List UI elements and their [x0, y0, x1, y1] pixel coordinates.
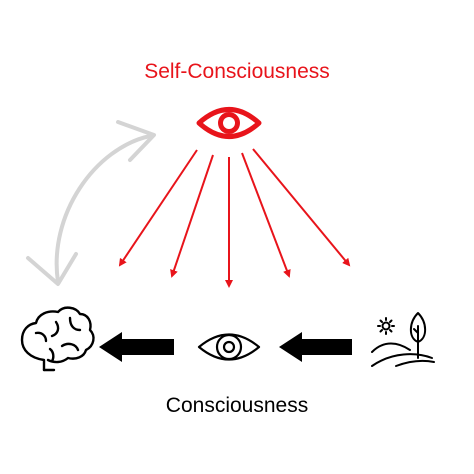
- self-consciousness-title: Self-Consciousness: [144, 60, 330, 83]
- conscious-eye-icon: [197, 333, 261, 361]
- perception-to-brain-arrow: [99, 332, 174, 362]
- consciousness-caption: Consciousness: [165, 394, 309, 417]
- observation-arrows: [118, 148, 351, 288]
- feedback-cycle-arrow: [26, 120, 156, 286]
- landscape-icon: [371, 312, 435, 367]
- world-to-eye-arrow: [279, 332, 352, 362]
- observation-arrow-1: [118, 149, 198, 267]
- brain-icon: [20, 306, 95, 372]
- observation-arrow-5: [252, 148, 351, 267]
- observation-arrow-2: [170, 154, 214, 278]
- observation-arrow-4: [241, 152, 291, 278]
- observing-eye-icon: [196, 107, 262, 139]
